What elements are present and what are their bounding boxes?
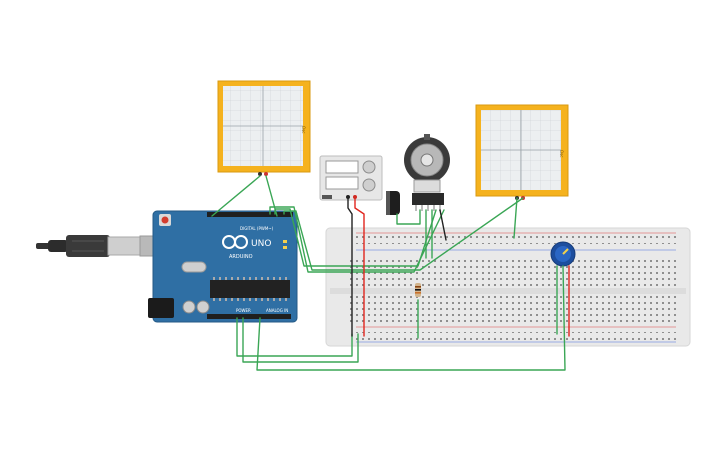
wire-green[interactable] xyxy=(396,209,421,225)
capacitor-icon[interactable] xyxy=(386,191,400,215)
wire-green[interactable] xyxy=(236,317,353,357)
wire-green[interactable] xyxy=(513,197,518,239)
power-supply-icon[interactable] xyxy=(319,155,383,201)
potentiometer-icon[interactable] xyxy=(550,241,576,267)
wire-black[interactable] xyxy=(439,209,447,241)
top-rail-holes-1 xyxy=(356,236,676,240)
top-rail-holes-2 xyxy=(356,243,676,247)
wire-green[interactable] xyxy=(242,317,359,363)
digital-pwm-label: DIGITAL (PWM~) xyxy=(240,226,274,231)
bottom-rail-holes-2 xyxy=(356,336,676,340)
wire-black[interactable] xyxy=(347,198,353,337)
terminal-strip-lower xyxy=(346,296,676,324)
wire-green[interactable] xyxy=(274,208,437,267)
oscilloscope-1-label: Osc xyxy=(301,126,306,133)
bottom-rail-holes-1 xyxy=(356,329,676,333)
analog-in-label: ANALOG IN xyxy=(266,308,288,313)
wire-green[interactable] xyxy=(256,265,566,371)
wire-green[interactable] xyxy=(211,175,261,217)
dc-motor-encoder-icon[interactable] xyxy=(404,134,450,211)
oscilloscope-icon[interactable]: Osc xyxy=(217,80,311,176)
breadboard xyxy=(325,227,691,347)
resistor-icon[interactable] xyxy=(415,283,421,297)
wire-green[interactable] xyxy=(283,197,524,271)
oscilloscope-2-label: Osc xyxy=(559,150,564,157)
arduino-brand-label: ARDUINO xyxy=(229,254,253,260)
power-label: POWER xyxy=(236,308,251,313)
oscilloscope-icon[interactable]: Osc xyxy=(475,104,569,200)
digital-header xyxy=(207,212,293,217)
wire-red[interactable] xyxy=(354,198,365,337)
arduino-logo-icon xyxy=(222,235,248,249)
wires xyxy=(211,175,570,371)
power-analog-header xyxy=(207,314,291,319)
arduino-uno-board: ARDUINO UNO DIGITAL (PWM~) POWER ANALOG … xyxy=(148,210,298,323)
arduino-model-label: UNO xyxy=(251,239,271,249)
power-jack xyxy=(148,298,174,318)
